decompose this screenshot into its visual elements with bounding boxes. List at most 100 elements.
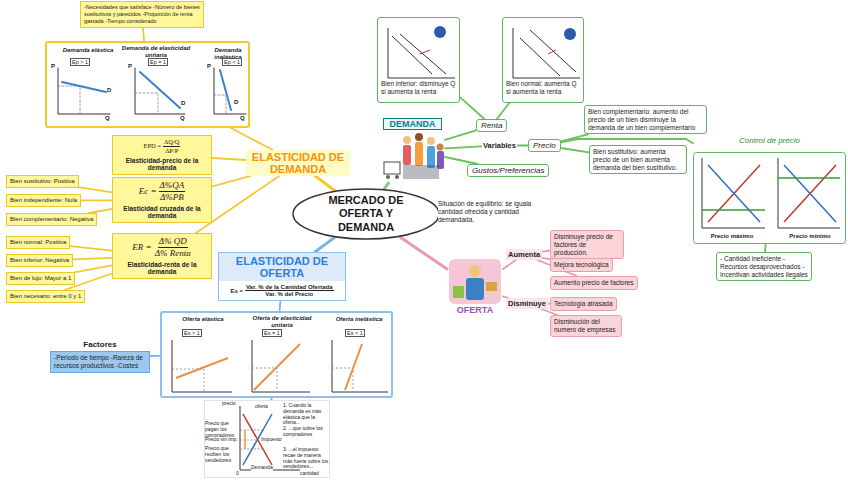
demand-graphs: [58, 68, 246, 114]
node-text: Aumento precio de factores: [554, 279, 634, 287]
label-slot: cantidad: [300, 471, 319, 477]
figure-path: [62, 70, 231, 110]
factor-box: -Necesidades que satisface -Número de bi…: [80, 1, 204, 28]
note-box: Bien inferior: Negativa: [6, 254, 73, 267]
connector: [81, 199, 112, 201]
label-text: Precio que pagan los compradores: [205, 421, 239, 438]
formula-row: Es =Var. % de la Cantidad OfertadaVar. %…: [219, 281, 345, 300]
node-text: Disminuye precio de factores de producci…: [554, 233, 620, 256]
text-slot: Control de precio: [713, 136, 826, 145]
node-text: Bien inferior: disminuye Q si aumenta la…: [381, 80, 458, 96]
connector: [279, 301, 281, 311]
note-box: Disminuye precio de factores de producci…: [550, 230, 624, 259]
text-slot: OFERTA: [447, 305, 503, 315]
connector: [561, 148, 589, 152]
note-box: Bien normal: Positiva: [6, 236, 70, 249]
label-text: precio: [222, 401, 236, 407]
text-slot: DEMANDA: [383, 118, 442, 130]
node-text: Control de precio: [713, 136, 826, 145]
figure-rect: [415, 142, 423, 166]
topic-box: Renta: [476, 119, 507, 132]
label-text: Es > 1: [182, 329, 202, 337]
connector: [231, 128, 273, 150]
label-slot: oferta: [255, 404, 268, 410]
label-text: P: [207, 63, 211, 69]
label-slot: Impuesto: [261, 437, 282, 443]
text-slot: Bien normal: aumenta Q si aumenta la ren…: [506, 80, 582, 96]
node-text: Demanda elástica: [57, 47, 119, 54]
figure-path: [702, 158, 840, 228]
figure-circle: [415, 133, 423, 141]
income-graphs: [388, 26, 580, 78]
figure-circle: [403, 136, 411, 144]
connector: [143, 28, 144, 41]
fraction: Δ% QDΔ% Renta: [154, 236, 192, 259]
node-text: Es =: [230, 288, 243, 294]
label-slot: Ep > 1: [70, 58, 90, 66]
node-text: OFERTA: [447, 305, 503, 315]
label-text: D: [181, 100, 185, 106]
figure-path: [240, 430, 262, 449]
connector: [316, 176, 335, 190]
connector: [212, 176, 250, 186]
connector: [561, 139, 693, 143]
node-text: Bien sustitutivo: aumenta precio de un b…: [593, 148, 683, 171]
topic-box: Precio: [528, 139, 561, 152]
label-slot: Es < 1: [345, 329, 365, 337]
label-slot: D: [234, 99, 238, 105]
node-text: MERCADO DE OFERTA Y DEMANDA: [310, 194, 422, 234]
node-text: Bien de lujo: Mayor a 1: [10, 275, 71, 282]
hub-text: Variables: [482, 141, 517, 150]
figure-circle: [386, 175, 390, 179]
label-text: D: [107, 87, 111, 93]
connector: [73, 258, 112, 260]
figure-circle: [564, 28, 576, 40]
node-text: Elasticidad-renta de la demanda: [116, 261, 208, 277]
note-box: Bien sustitutivo: aumenta precio de un b…: [589, 145, 687, 174]
connector: [400, 237, 447, 269]
label-slot: D: [181, 100, 185, 106]
connector: [503, 260, 516, 269]
figure-circle: [469, 265, 481, 277]
node-text: Bien complementario: aumento del precio …: [588, 108, 703, 131]
node-text: Bien inferior: Negativa: [10, 257, 69, 264]
note-box: Bien sustitutivo: Positiva: [6, 175, 79, 188]
connector: [445, 130, 476, 140]
note-box: Disminución del numero de empresas: [550, 315, 622, 337]
label-text: Ep = 1: [148, 58, 168, 66]
branch-title: ELASTICIDAD DE DEMANDA: [246, 150, 350, 176]
node-text: Δ% QD: [158, 236, 188, 248]
node-text: Factores: [50, 340, 150, 349]
label-text: Q: [180, 115, 185, 121]
node-text: Precio máximo: [699, 233, 765, 239]
text-slot: Bien inferior: disminuye Q si aumenta la…: [381, 80, 458, 96]
label-text: Impuesto: [261, 437, 282, 443]
label-slot: Q: [105, 115, 110, 121]
node-text: Gustos/Preferencias: [472, 166, 544, 175]
node-text: ELASTICIDAD DE DEMANDA: [248, 151, 348, 175]
node-text: Var. % de la Cantidad Ofertada: [245, 284, 334, 291]
node-text: Disminuye: [508, 299, 546, 308]
figure-rect: [453, 286, 464, 298]
node-text: ELASTICIDAD DE OFERTA: [219, 253, 345, 281]
node-text: Δ%PB: [159, 192, 185, 203]
figure-rect: [403, 165, 439, 179]
figure-path: [702, 209, 765, 210]
text-slot: 2. ...que sobre los compradores: [283, 426, 329, 438]
node-text: Elasticidad-precio de la demanda: [116, 157, 208, 173]
figure-path: [420, 50, 556, 54]
formula-row: ER =Δ% QDΔ% Renta: [116, 236, 208, 259]
text-slot: 1. Cuando la demanda es más elástica que…: [283, 403, 329, 426]
picture-node: DEMANDA: [380, 117, 445, 183]
figure-path: [176, 344, 362, 390]
node-text: Elasticidad cruzada de la demanda: [116, 205, 208, 221]
fraction: Δ%QAΔ%PB: [159, 180, 186, 203]
connector: [445, 146, 482, 148]
node-text: Bien necesario: entre 0 y 1: [10, 293, 81, 300]
node-text: Bien normal: Positiva: [10, 239, 66, 246]
label-slot: D: [107, 87, 111, 93]
hub-text: Disminuye: [506, 298, 548, 309]
formula-box: EPD =ΔQ/QΔP/PElasticidad-precio de la de…: [112, 135, 212, 175]
figure-path: [58, 86, 226, 114]
